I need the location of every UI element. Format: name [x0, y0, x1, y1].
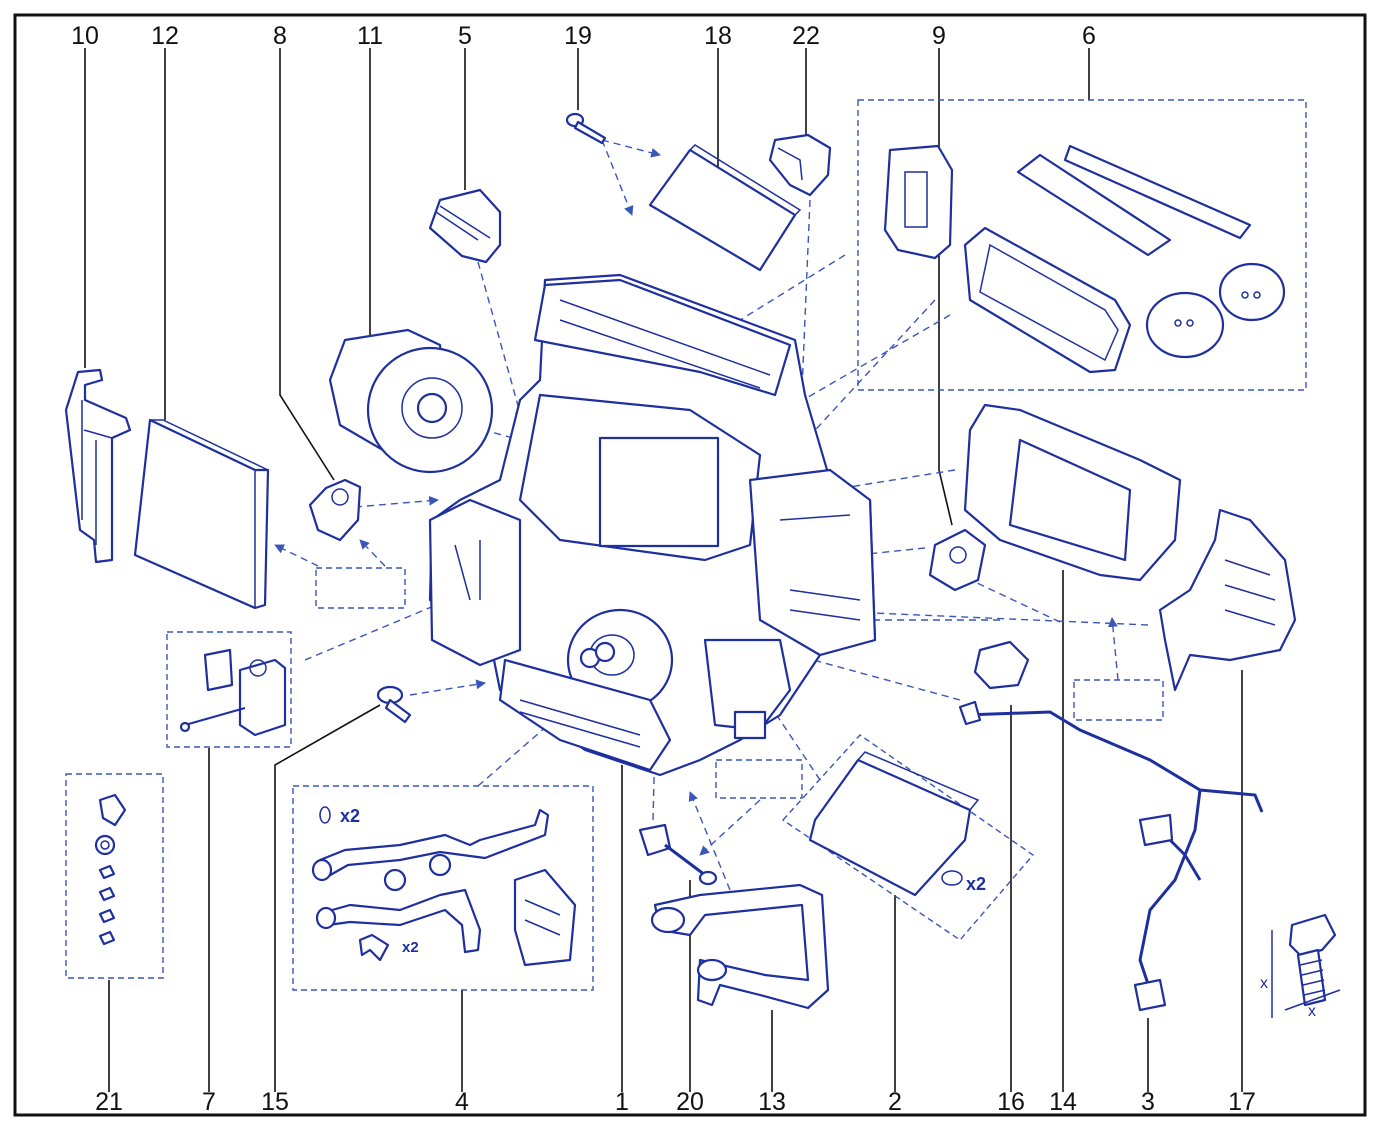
ref-box-right — [1073, 679, 1164, 721]
callout-10: 10 — [71, 22, 99, 50]
resistor-part — [768, 133, 832, 197]
pipe-kit-parts — [311, 806, 577, 967]
actuator-left-part — [308, 478, 362, 542]
callout-19: 19 — [564, 22, 592, 50]
seal-quantity-note: x2 — [966, 874, 986, 894]
callout-6: 6 — [1082, 22, 1096, 50]
blower-motor-part — [328, 328, 494, 474]
expansion-valve-kit-parts — [179, 648, 287, 737]
ref-box-left — [315, 567, 406, 609]
air-duct-part — [64, 368, 132, 564]
callout-14: 14 — [1049, 1088, 1077, 1116]
cabin-filter-part — [133, 418, 270, 610]
heater-pipes-part — [650, 883, 830, 1010]
kit-6-box — [857, 99, 1307, 391]
callout-18: 18 — [704, 22, 732, 50]
callout-17: 17 — [1228, 1088, 1256, 1116]
callout-11: 11 — [357, 22, 383, 50]
seal-kit-parts — [883, 144, 1286, 374]
callout-2: 2 — [888, 1088, 902, 1116]
quantity-notes: x2 x2 x2 x x — [340, 806, 1316, 1020]
callout-5: 5 — [458, 22, 472, 50]
evaporator-part — [808, 751, 980, 897]
callout-8: 8 — [273, 22, 287, 50]
callout-12: 12 — [151, 22, 179, 50]
flap-motor-part — [428, 188, 502, 264]
fastener-kit-parts — [94, 793, 127, 946]
callout-3: 3 — [1141, 1088, 1155, 1116]
callout-9: 9 — [932, 22, 946, 50]
callout-20: 20 — [676, 1088, 704, 1116]
callout-1: 1 — [615, 1088, 629, 1116]
callout-16: 16 — [997, 1088, 1025, 1116]
ref-box-lower — [715, 759, 803, 799]
wiring-harness-part — [958, 700, 1264, 1012]
callout-4: 4 — [455, 1088, 469, 1116]
group-boxes — [65, 99, 1307, 991]
callout-22: 22 — [792, 22, 820, 50]
hvac-housing-assembly — [428, 273, 877, 777]
clip-fastener-part — [376, 685, 412, 724]
o-ring-quantity-note: x2 — [340, 806, 360, 826]
clip-quantity-note: x2 — [402, 939, 419, 956]
kit-21-box — [65, 773, 164, 979]
temperature-sensor-part — [638, 823, 718, 886]
callout-7: 7 — [202, 1088, 216, 1116]
callout-13: 13 — [758, 1088, 786, 1116]
side-housing-part — [1158, 508, 1297, 692]
dimension-x-horizontal: x — [1308, 1003, 1316, 1020]
callout-15: 15 — [261, 1088, 289, 1116]
filter-frame-part — [648, 144, 802, 272]
callout-numbers-bottom: 21 7 15 4 1 20 13 2 16 14 3 17 — [95, 1088, 1256, 1116]
evaporator-box — [781, 734, 1035, 941]
kit-7-box — [166, 631, 292, 748]
bolt-dimension-detail — [1271, 913, 1341, 1018]
callout-numbers-top: 10 12 8 11 5 19 18 22 9 6 — [71, 22, 1096, 50]
dimension-x-vertical: x — [1260, 975, 1268, 992]
heater-frame-part — [963, 403, 1182, 582]
screw-part — [565, 112, 607, 145]
sensor-part — [973, 640, 1030, 690]
actuator-right-part — [928, 528, 987, 592]
kit-4-box — [292, 785, 594, 991]
callout-21: 21 — [95, 1088, 123, 1116]
